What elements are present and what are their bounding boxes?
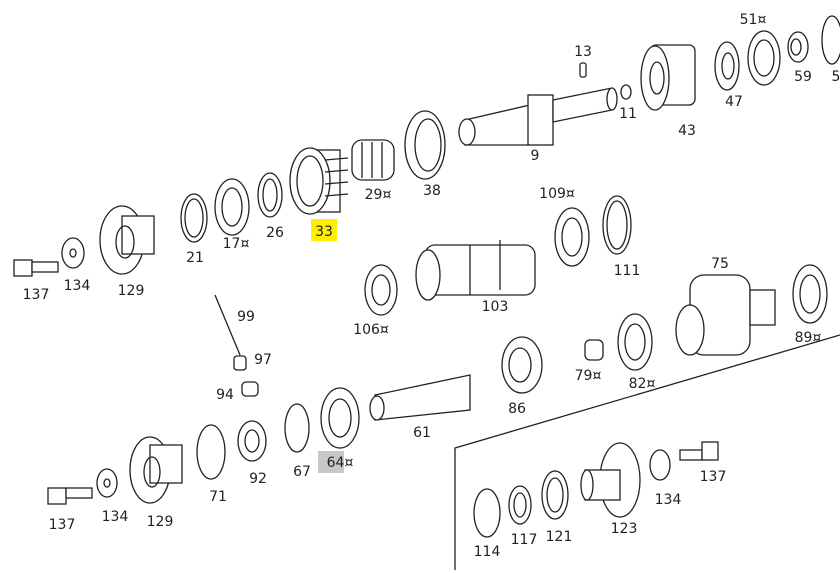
label-11[interactable]: 11 [619, 106, 637, 122]
label-67[interactable]: 67 [293, 464, 311, 480]
part-134-washer-lower[interactable] [96, 468, 118, 498]
part-71-ring[interactable] [196, 424, 226, 480]
part-129-flange-lower[interactable] [129, 436, 183, 504]
part-114-ring[interactable] [473, 488, 501, 538]
label-5x[interactable]: 5 [832, 69, 840, 85]
part-137-bolt-right[interactable] [679, 441, 719, 461]
part-11-ring[interactable] [620, 84, 632, 100]
label-38[interactable]: 38 [423, 183, 441, 199]
part-117-ring[interactable] [508, 485, 532, 525]
part-109-bearing[interactable] [554, 207, 590, 267]
label-21[interactable]: 21 [186, 250, 204, 266]
label-13[interactable]: 13 [574, 44, 592, 60]
part-33-gear[interactable] [289, 147, 349, 215]
group-bracket [454, 334, 840, 570]
label-123[interactable]: 123 [611, 521, 638, 537]
label-117[interactable]: 117 [511, 532, 538, 548]
label-129[interactable]: 129 [118, 283, 145, 299]
part-89-bearing[interactable] [792, 264, 828, 324]
label-121[interactable]: 121 [546, 529, 573, 545]
label-106[interactable]: 106¤ [353, 322, 389, 338]
label-75[interactable]: 75 [711, 256, 729, 272]
part-134-washer-right[interactable] [649, 449, 671, 481]
part-111-ring[interactable] [602, 195, 632, 255]
part-labels: 137 134 129 21 17¤ 26 33 29¤ 38 13 11 9 … [23, 12, 840, 560]
part-26-ring[interactable] [257, 172, 283, 218]
part-99-rod[interactable] [214, 294, 241, 356]
label-64[interactable]: 64¤ [327, 455, 354, 471]
part-29-sleeve[interactable] [351, 139, 395, 181]
part-129-flange-upper[interactable] [99, 205, 155, 275]
label-137[interactable]: 137 [23, 287, 50, 303]
part-137-bolt-upper[interactable] [13, 259, 59, 277]
label-9[interactable]: 9 [531, 148, 540, 164]
part-38-synchro-ring[interactable] [404, 110, 446, 180]
part-64-bearing[interactable] [320, 387, 360, 449]
label-29[interactable]: 29¤ [365, 187, 392, 203]
part-94-plug[interactable] [241, 381, 259, 397]
part-86-synchro[interactable] [501, 336, 543, 394]
part-43-gear[interactable] [640, 44, 696, 111]
highlight-64 [318, 451, 344, 473]
part-9-mainshaft[interactable] [458, 87, 618, 146]
label-94[interactable]: 94 [216, 387, 234, 403]
label-129-lower[interactable]: 129 [147, 514, 174, 530]
label-82[interactable]: 82¤ [629, 376, 656, 392]
label-134[interactable]: 134 [64, 278, 91, 294]
label-61[interactable]: 61 [413, 425, 431, 441]
label-26[interactable]: 26 [266, 225, 284, 241]
label-97[interactable]: 97 [254, 352, 272, 368]
part-79-roller[interactable] [584, 339, 604, 361]
part-13-pin[interactable] [579, 62, 587, 78]
part-51-bearing[interactable] [747, 30, 781, 86]
label-111[interactable]: 111 [614, 263, 641, 279]
label-103[interactable]: 103 [482, 299, 509, 315]
part-92-bearing[interactable] [237, 420, 267, 462]
label-59[interactable]: 59 [794, 69, 812, 85]
part-103-countershaft[interactable] [415, 240, 536, 301]
label-134-lower[interactable]: 134 [102, 509, 129, 525]
label-71[interactable]: 71 [209, 489, 227, 505]
part-61-shaft[interactable] [369, 374, 471, 421]
label-33[interactable]: 33 [315, 224, 333, 240]
part-67-ring[interactable] [284, 403, 310, 453]
part-97-spring[interactable] [233, 355, 247, 371]
label-114[interactable]: 114 [474, 544, 501, 560]
part-21-ring[interactable] [180, 193, 208, 243]
label-79[interactable]: 79¤ [575, 368, 602, 384]
label-17[interactable]: 17¤ [223, 236, 250, 252]
label-109[interactable]: 109¤ [539, 186, 575, 202]
part-106-bearing[interactable] [364, 264, 398, 316]
part-17-bearing[interactable] [214, 178, 250, 236]
label-137-right[interactable]: 137 [700, 469, 727, 485]
part-5x-ring[interactable] [821, 15, 840, 65]
label-99[interactable]: 99 [237, 309, 255, 325]
label-134-right[interactable]: 134 [655, 492, 682, 508]
part-123-flange[interactable] [580, 442, 641, 518]
part-47-washer[interactable] [714, 41, 740, 91]
label-89[interactable]: 89¤ [795, 330, 822, 346]
part-121-ring[interactable] [541, 470, 569, 520]
label-92[interactable]: 92 [249, 471, 267, 487]
part-75-gear[interactable] [675, 274, 776, 356]
label-47[interactable]: 47 [725, 94, 743, 110]
label-43[interactable]: 43 [678, 123, 696, 139]
part-82-bearing[interactable] [617, 313, 653, 371]
label-51[interactable]: 51¤ [740, 12, 767, 28]
part-137-bolt-lower[interactable] [47, 487, 93, 505]
label-137-lower[interactable]: 137 [49, 517, 76, 533]
part-59-nut[interactable] [787, 31, 809, 63]
highlight-33 [311, 219, 337, 241]
label-86[interactable]: 86 [508, 401, 526, 417]
part-134-washer-upper[interactable] [61, 237, 85, 269]
